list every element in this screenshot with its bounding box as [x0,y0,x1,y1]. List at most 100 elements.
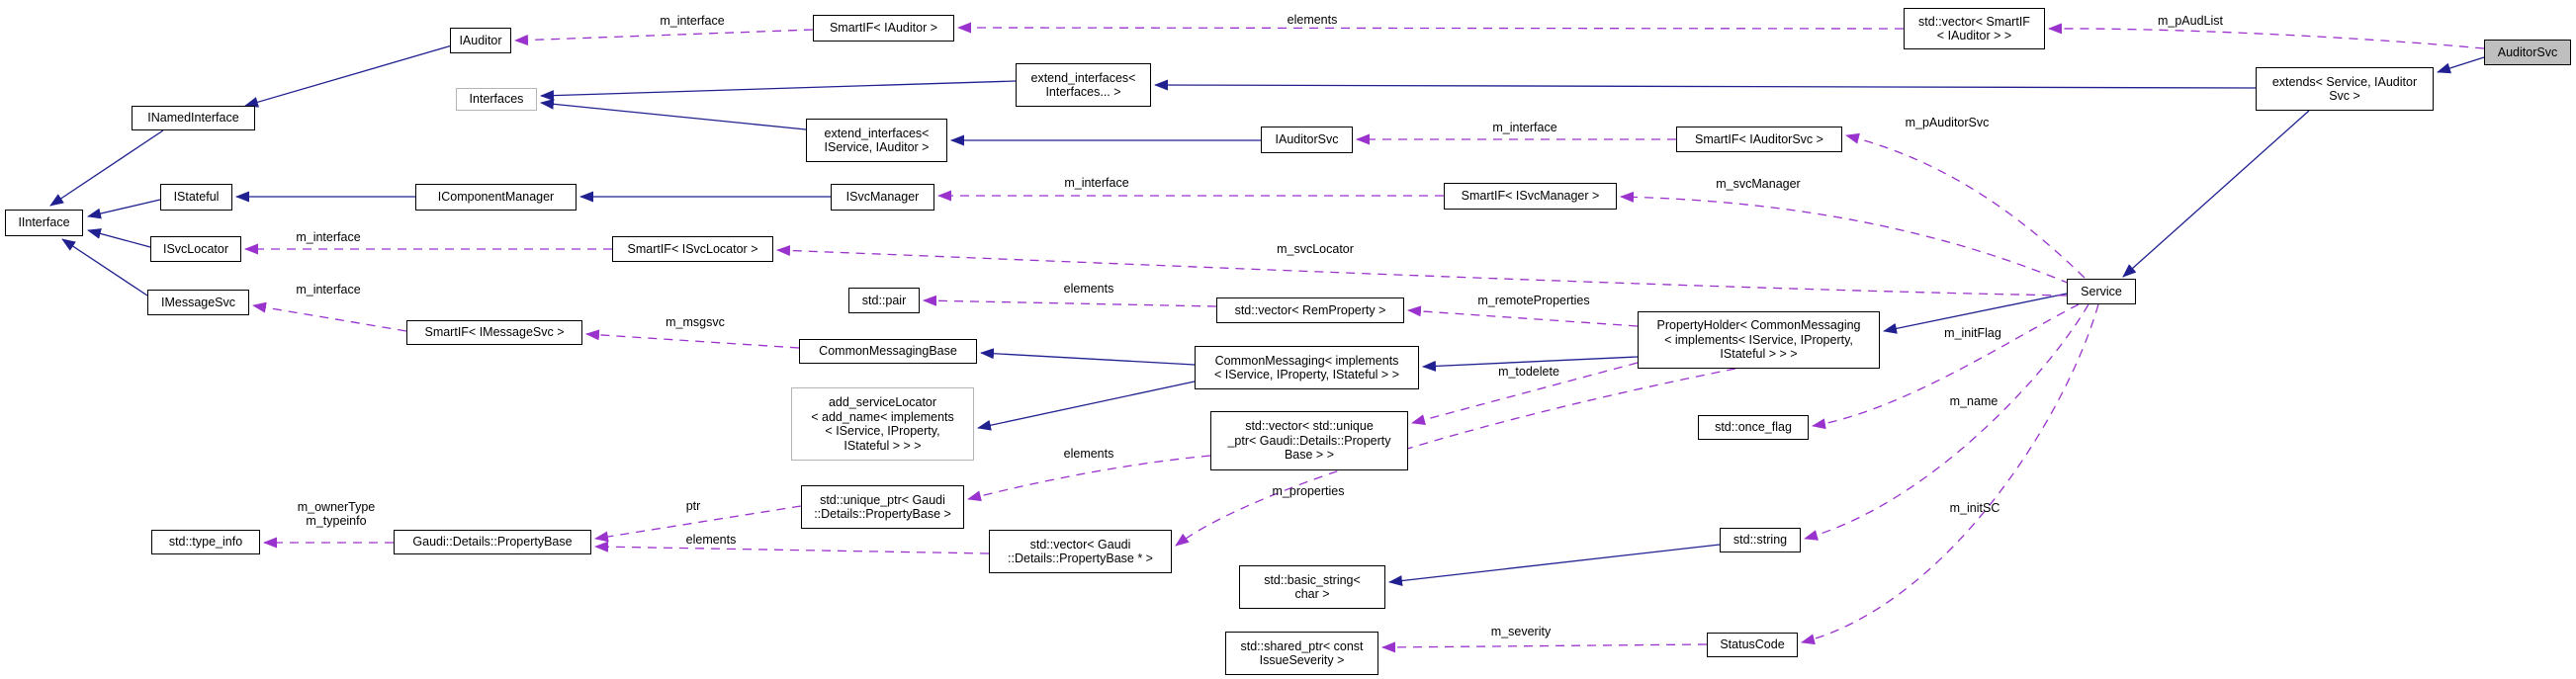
class-node-label-line: ISvcManager [845,190,920,205]
class-node-add-servicelocator[interactable]: add_serviceLocator< add_name< implements… [791,387,974,461]
class-node-vector-smartif-iauditor[interactable]: std::vector< SmartIF< IAuditor > > [1904,8,2045,49]
edge-commonmessaging-addservicelocator [977,381,1196,431]
class-node-label-line: ISvcLocator [162,241,228,256]
class-node-isvclocator[interactable]: ISvcLocator [150,236,241,262]
edge-service-onceflag [1812,303,2080,430]
class-node-commonmessaging[interactable]: CommonMessaging< implements< IService, I… [1195,346,1419,389]
edge-label-m_remoteProperties: m_remoteProperties [1477,294,1589,307]
edge-iauditor-inamedinterface [244,44,453,108]
class-node-label-line: StatusCode [1720,637,1785,652]
class-node-unique-ptr-propertybase[interactable]: std::unique_ptr< Gaudi::Details::Propert… [801,485,964,529]
class-node-label-line: IAuditorSvc [1275,132,1339,147]
edge-vectorremproperty-stdpair [923,295,1217,307]
class-node-label-line: IMessageSvc [160,295,236,309]
edge-stdstring-basicstring [1388,544,1721,586]
edge-imessagesvc-iinterface [61,238,148,297]
class-node-statuscode[interactable]: StatusCode [1707,633,1798,657]
class-node-label-line: Svc > [2329,89,2360,103]
class-node-imessagesvc[interactable]: IMessageSvc [147,290,249,315]
class-node-label-line: std::pair [861,293,907,307]
class-node-label-line: < IService, IProperty, IStateful > > [1213,368,1399,382]
edge-label-line: m_interface [1492,121,1557,134]
class-node-label-line: char > [1294,587,1330,601]
class-node-std-pair[interactable]: std::pair [848,288,920,313]
edge-label-line: m_interface [660,14,725,28]
edge-service-smartifiauditorsvc [1845,132,2086,279]
edge-label-line: elements [1287,13,1338,27]
edge-label-line: m_pAudList [2157,14,2224,28]
class-node-label-line: IStateful [173,190,220,205]
class-node-label-line: extend_interfaces< [824,126,930,140]
class-node-label-line: < implements< IService, IProperty, [1664,332,1853,347]
class-node-vector-remproperty[interactable]: std::vector< RemProperty > [1216,297,1404,323]
class-node-interfaces[interactable]: Interfaces [456,88,537,111]
class-node-icomponentmanager[interactable]: IComponentManager [415,184,577,211]
class-node-label-line: std::unique_ptr< Gaudi [820,492,945,507]
class-node-istateful[interactable]: IStateful [160,184,232,211]
class-node-std-string[interactable]: std::string [1720,528,1801,552]
class-node-std-type-info[interactable]: std::type_info [151,530,260,554]
edge-smartifimessagesvc-imessagesvc [252,301,407,332]
class-node-label-line: ::Details::PropertyBase * > [1008,552,1153,565]
class-node-label-line: std::type_info [168,535,243,550]
edge-label-line: m_severity [1490,625,1552,638]
class-node-isvcmanager[interactable]: ISvcManager [831,184,934,211]
class-node-label-line: std::basic_string< [1264,572,1361,587]
class-node-gaudi-propertybase[interactable]: Gaudi::Details::PropertyBase [394,530,591,554]
class-node-label-line: extends< Service, IAuditor [2271,74,2418,89]
edge-vectorsmartif-smartifiauditor [957,22,1905,34]
class-node-label-line: SmartIF< ISvcLocator > [627,241,758,256]
edge-label-elements: elements [1064,447,1114,461]
class-node-extend-interfaces-iservice-iauditor[interactable]: extend_interfaces<IService, IAuditor > [806,119,947,162]
class-node-label-line: Gaudi::Details::PropertyBase [412,535,573,550]
edge-label-line: elements [1063,282,1114,296]
class-node-propertyholder[interactable]: PropertyHolder< CommonMessaging< impleme… [1638,311,1880,369]
class-node-label-line: ::Details::PropertyBase > [814,507,951,521]
class-node-label-line: Base > > [1284,448,1335,463]
edge-label-m_interface: m_interface [660,14,724,28]
class-node-smartif-iauditor[interactable]: SmartIF< IAuditor > [813,15,954,42]
class-node-smartif-isvclocator[interactable]: SmartIF< ISvcLocator > [612,236,773,262]
class-node-vector-propertybase-ptr[interactable]: std::vector< Gaudi::Details::PropertyBas… [989,530,1172,573]
edge-auditorsvc-vectorsmartif [2048,23,2485,49]
edge-vectoruniqueptr-uniqueptr [967,455,1211,502]
class-node-label-line: PropertyHolder< CommonMessaging [1656,318,1861,333]
class-node-label-line: SmartIF< IAuditor > [829,21,938,36]
class-node-auditorsvc[interactable]: AuditorSvc [2484,40,2571,65]
class-node-label-line: Service [2081,284,2122,298]
class-node-vector-unique-ptr[interactable]: std::vector< std::unique_ptr< Gaudi::Det… [1210,411,1408,470]
class-node-std-basic-string[interactable]: std::basic_string<char > [1239,565,1385,609]
edge-label-m_pAuditorSvc: m_pAuditorSvc [1906,116,1990,129]
edge-inamedinterface-iinterface [49,129,164,207]
class-node-label-line: add_serviceLocator [828,395,937,409]
class-node-extend-interfaces-variadic[interactable]: extend_interfaces<Interfaces... > [1016,63,1151,107]
class-node-inamedinterface[interactable]: INamedInterface [132,106,255,130]
class-node-std-once-flag[interactable]: std::once_flag [1698,415,1809,440]
class-node-smartif-imessagesvc[interactable]: SmartIF< IMessageSvc > [406,320,582,345]
edge-propertyholder-vectorremproperty [1407,305,1639,327]
class-node-smartif-isvcmanager[interactable]: SmartIF< ISvcManager > [1444,183,1617,210]
edge-label-m_interface: m_interface [296,283,360,297]
class-node-iauditor[interactable]: IAuditor [450,28,511,53]
edge-propertyholder-vectorpropertybaseptr [1175,368,1736,547]
class-node-label-line: SmartIF< IMessageSvc > [424,325,565,340]
class-node-iauditorsvc[interactable]: IAuditorSvc [1261,127,1353,153]
class-node-iinterface[interactable]: IInterface [5,210,83,236]
edge-service-smartifisvcmanager [1620,191,2071,285]
edge-label-line: m_ownerType [297,500,376,514]
class-node-smartif-iauditorsvc[interactable]: SmartIF< IAuditorSvc > [1676,127,1842,152]
edge-label-line: m_svcLocator [1277,242,1354,256]
class-node-label-line: SmartIF< ISvcManager > [1461,189,1600,204]
edge-service-stdstring [1804,303,2089,541]
class-node-commonmessagingbase[interactable]: CommonMessagingBase [799,339,977,364]
edge-smartifiauditor-iauditor [514,29,814,46]
class-node-label-line: IStateful > > > [1720,347,1798,362]
class-node-label-line: < IAuditor > > [1936,29,2012,42]
class-node-label-line: AuditorSvc [2497,44,2558,59]
edge-label-m_severity: m_severity [1491,625,1551,638]
class-node-service[interactable]: Service [2067,279,2136,304]
edge-label-line: m_msgsvc [666,315,725,329]
